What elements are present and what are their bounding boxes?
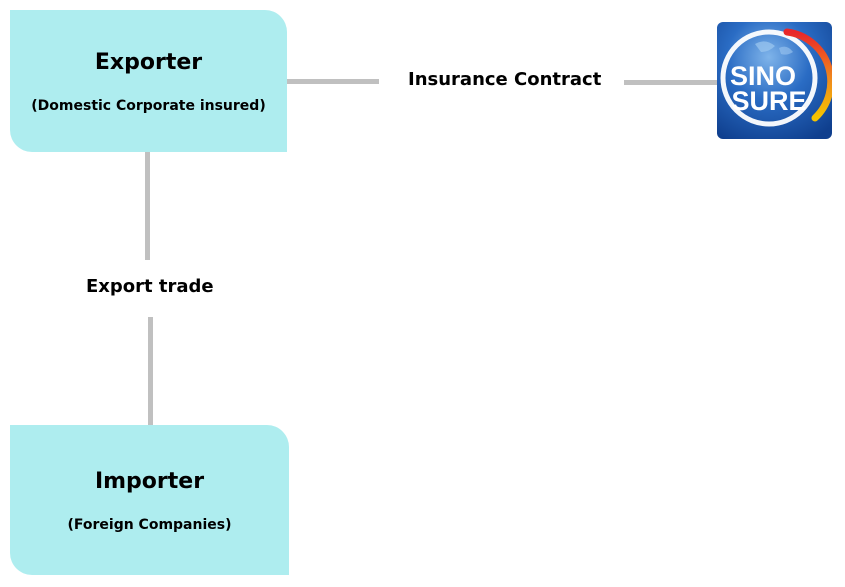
insurance-contract-label: Insurance Contract bbox=[408, 69, 602, 90]
exporter-node: Exporter (Domestic Corporate insured) bbox=[10, 10, 287, 152]
exporter-subtitle: (Domestic Corporate insured) bbox=[31, 98, 266, 114]
insurance-connector-right bbox=[624, 80, 717, 85]
insurance-connector-left bbox=[287, 79, 379, 84]
importer-node: Importer (Foreign Companies) bbox=[10, 425, 289, 575]
trade-connector-top bbox=[145, 152, 150, 260]
exporter-title: Exporter bbox=[94, 50, 203, 75]
trade-connector-bottom bbox=[148, 317, 153, 425]
export-trade-label: Export trade bbox=[86, 276, 214, 297]
importer-subtitle: (Foreign Companies) bbox=[67, 517, 232, 533]
logo-text-line1: SINO bbox=[730, 61, 796, 91]
logo-text-line2: SURE bbox=[731, 86, 806, 116]
sinosure-logo-icon: SINO SURE bbox=[717, 22, 832, 139]
importer-title: Importer bbox=[94, 469, 205, 494]
